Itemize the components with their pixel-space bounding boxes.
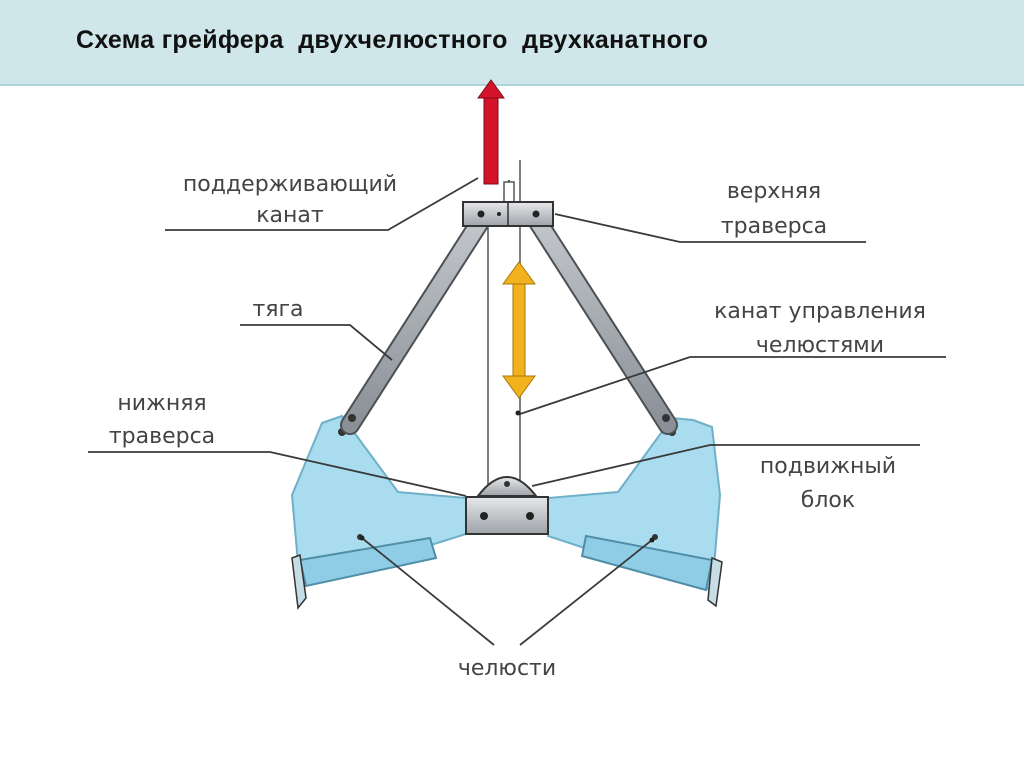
label-support-rope-1: поддерживающий	[183, 172, 397, 197]
label-control-rope-2: челюстями	[756, 333, 884, 358]
label-lower-traverse-2: траверса	[109, 424, 215, 449]
left-rod	[340, 212, 490, 435]
right-jaw	[547, 416, 723, 608]
upper-traverse	[462, 181, 554, 227]
control-travel-arrow	[502, 261, 536, 399]
support-force-arrow	[477, 79, 505, 185]
label-rod: тяга	[252, 297, 303, 322]
label-movable-block-2: блок	[801, 488, 855, 513]
leader-lines	[88, 177, 946, 646]
lower-traverse	[465, 496, 549, 535]
label-lower-traverse-1: нижняя	[117, 391, 206, 416]
title-bar: Схема грейфера двухчелюстного двухканатн…	[0, 0, 1024, 86]
label-upper-traverse-1: верхняя	[727, 179, 821, 204]
right-rod	[528, 212, 678, 435]
label-support-rope-2: канат	[256, 203, 324, 228]
label-upper-traverse-2: траверса	[721, 214, 827, 239]
label-control-rope-1: канат управления	[714, 299, 926, 324]
label-jaws: челюсти	[458, 656, 556, 681]
page-title: Схема грейфера двухчелюстного двухканатн…	[76, 26, 709, 54]
left-jaw	[290, 414, 467, 610]
movable-block	[475, 476, 539, 497]
label-movable-block-1: подвижный	[760, 454, 896, 479]
